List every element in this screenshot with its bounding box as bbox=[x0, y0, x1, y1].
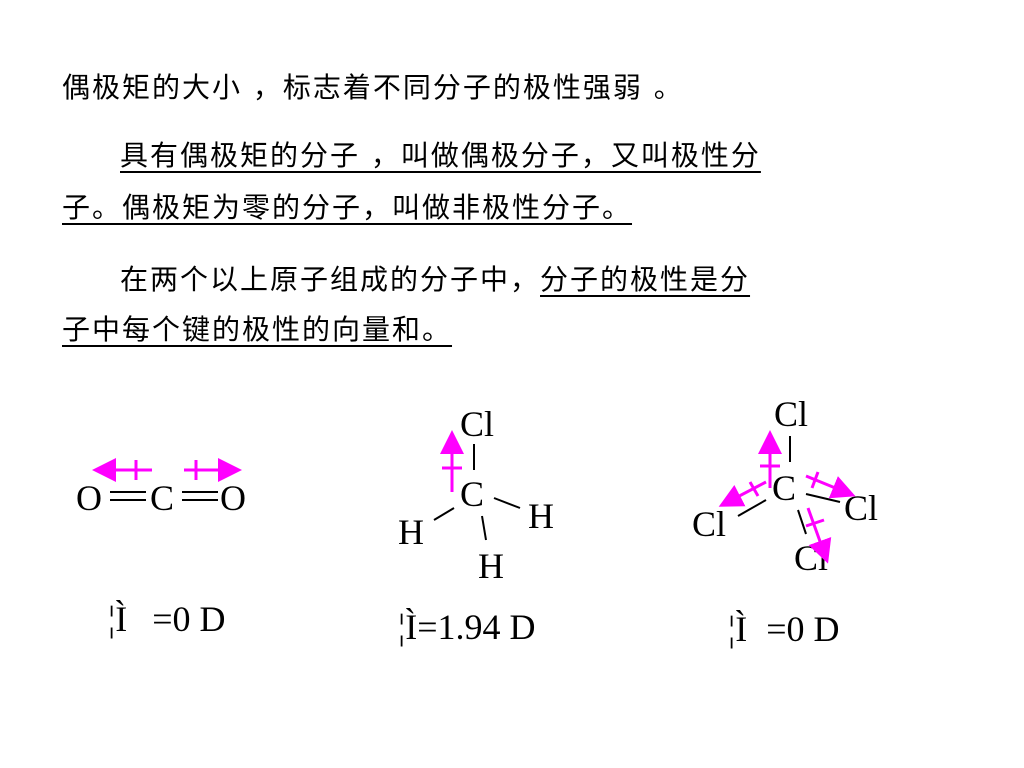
co2-dipole-text: =0 D bbox=[152, 599, 226, 639]
co2-dipole-arrows bbox=[92, 458, 242, 482]
chcl3-bonds bbox=[433, 444, 521, 541]
ccl4-atom-cl-bottom: Cl bbox=[794, 538, 828, 578]
intro-line: 偶极矩的大小 ，标志着不同分子的极性强弱 。 bbox=[62, 71, 684, 104]
chcl3-atom-cl: Cl bbox=[460, 404, 494, 444]
ccl4-arrow-left bbox=[718, 480, 767, 507]
ccl4-arrow-right bbox=[805, 474, 856, 499]
vector-sum-plain: 在两个以上原子组成的分子中， bbox=[120, 263, 541, 296]
chcl3-atom-h-right: H bbox=[528, 496, 554, 536]
vector-sum-line2: 子中每个键的极性的向量和。 bbox=[62, 313, 453, 346]
mu-symbol: ¦Ì bbox=[108, 599, 128, 639]
mu-symbol: ¦Ì bbox=[398, 607, 418, 647]
chcl3-atom-h-bottom: H bbox=[478, 546, 504, 586]
co2-dipole-value: ¦Ì =0 D bbox=[108, 598, 226, 640]
chcl3-atom-h-left: H bbox=[398, 512, 424, 552]
chcl3-dipole-value: ¦Ì=1.94 D bbox=[398, 606, 536, 648]
ccl4-atom-c: C bbox=[772, 468, 796, 508]
vector-sum-line1: 在两个以上原子组成的分子中，分子的极性是分 bbox=[120, 262, 750, 298]
polar-def-line2: 子。偶极矩为零的分子，叫做非极性分子。 bbox=[62, 191, 633, 224]
ccl4-arrow-down bbox=[806, 507, 832, 564]
mu-symbol: ¦Ì bbox=[728, 609, 748, 649]
co2-atom-o-right: O bbox=[220, 478, 246, 518]
vector-sum-underlined: 分子的极性是分 bbox=[540, 263, 751, 296]
chcl3-dipole-arrow bbox=[440, 430, 464, 492]
co2-molecule: O C O bbox=[76, 458, 246, 518]
ccl4-dipole-arrows bbox=[718, 430, 856, 564]
ccl4-bonds bbox=[737, 436, 841, 535]
chcl3-atom-c: C bbox=[460, 474, 484, 514]
polar-def-line1: 具有偶极矩的分子 ，叫做偶极分子，又叫极性分 bbox=[120, 139, 761, 172]
ccl4-atom-cl-left: Cl bbox=[692, 504, 726, 544]
chcl3-molecule: Cl C H H H bbox=[398, 404, 554, 586]
co2-double-bonds bbox=[110, 491, 218, 501]
ccl4-dipole-value: ¦Ì =0 D bbox=[728, 608, 840, 650]
ccl4-molecule: Cl C Cl Cl Cl bbox=[692, 394, 878, 578]
co2-atom-c: C bbox=[150, 478, 174, 518]
ccl4-dipole-text: =0 D bbox=[766, 609, 840, 649]
co2-atom-o-left: O bbox=[76, 478, 102, 518]
chcl3-dipole-text: =1.94 D bbox=[417, 607, 536, 647]
ccl4-atom-cl-top: Cl bbox=[774, 394, 808, 434]
